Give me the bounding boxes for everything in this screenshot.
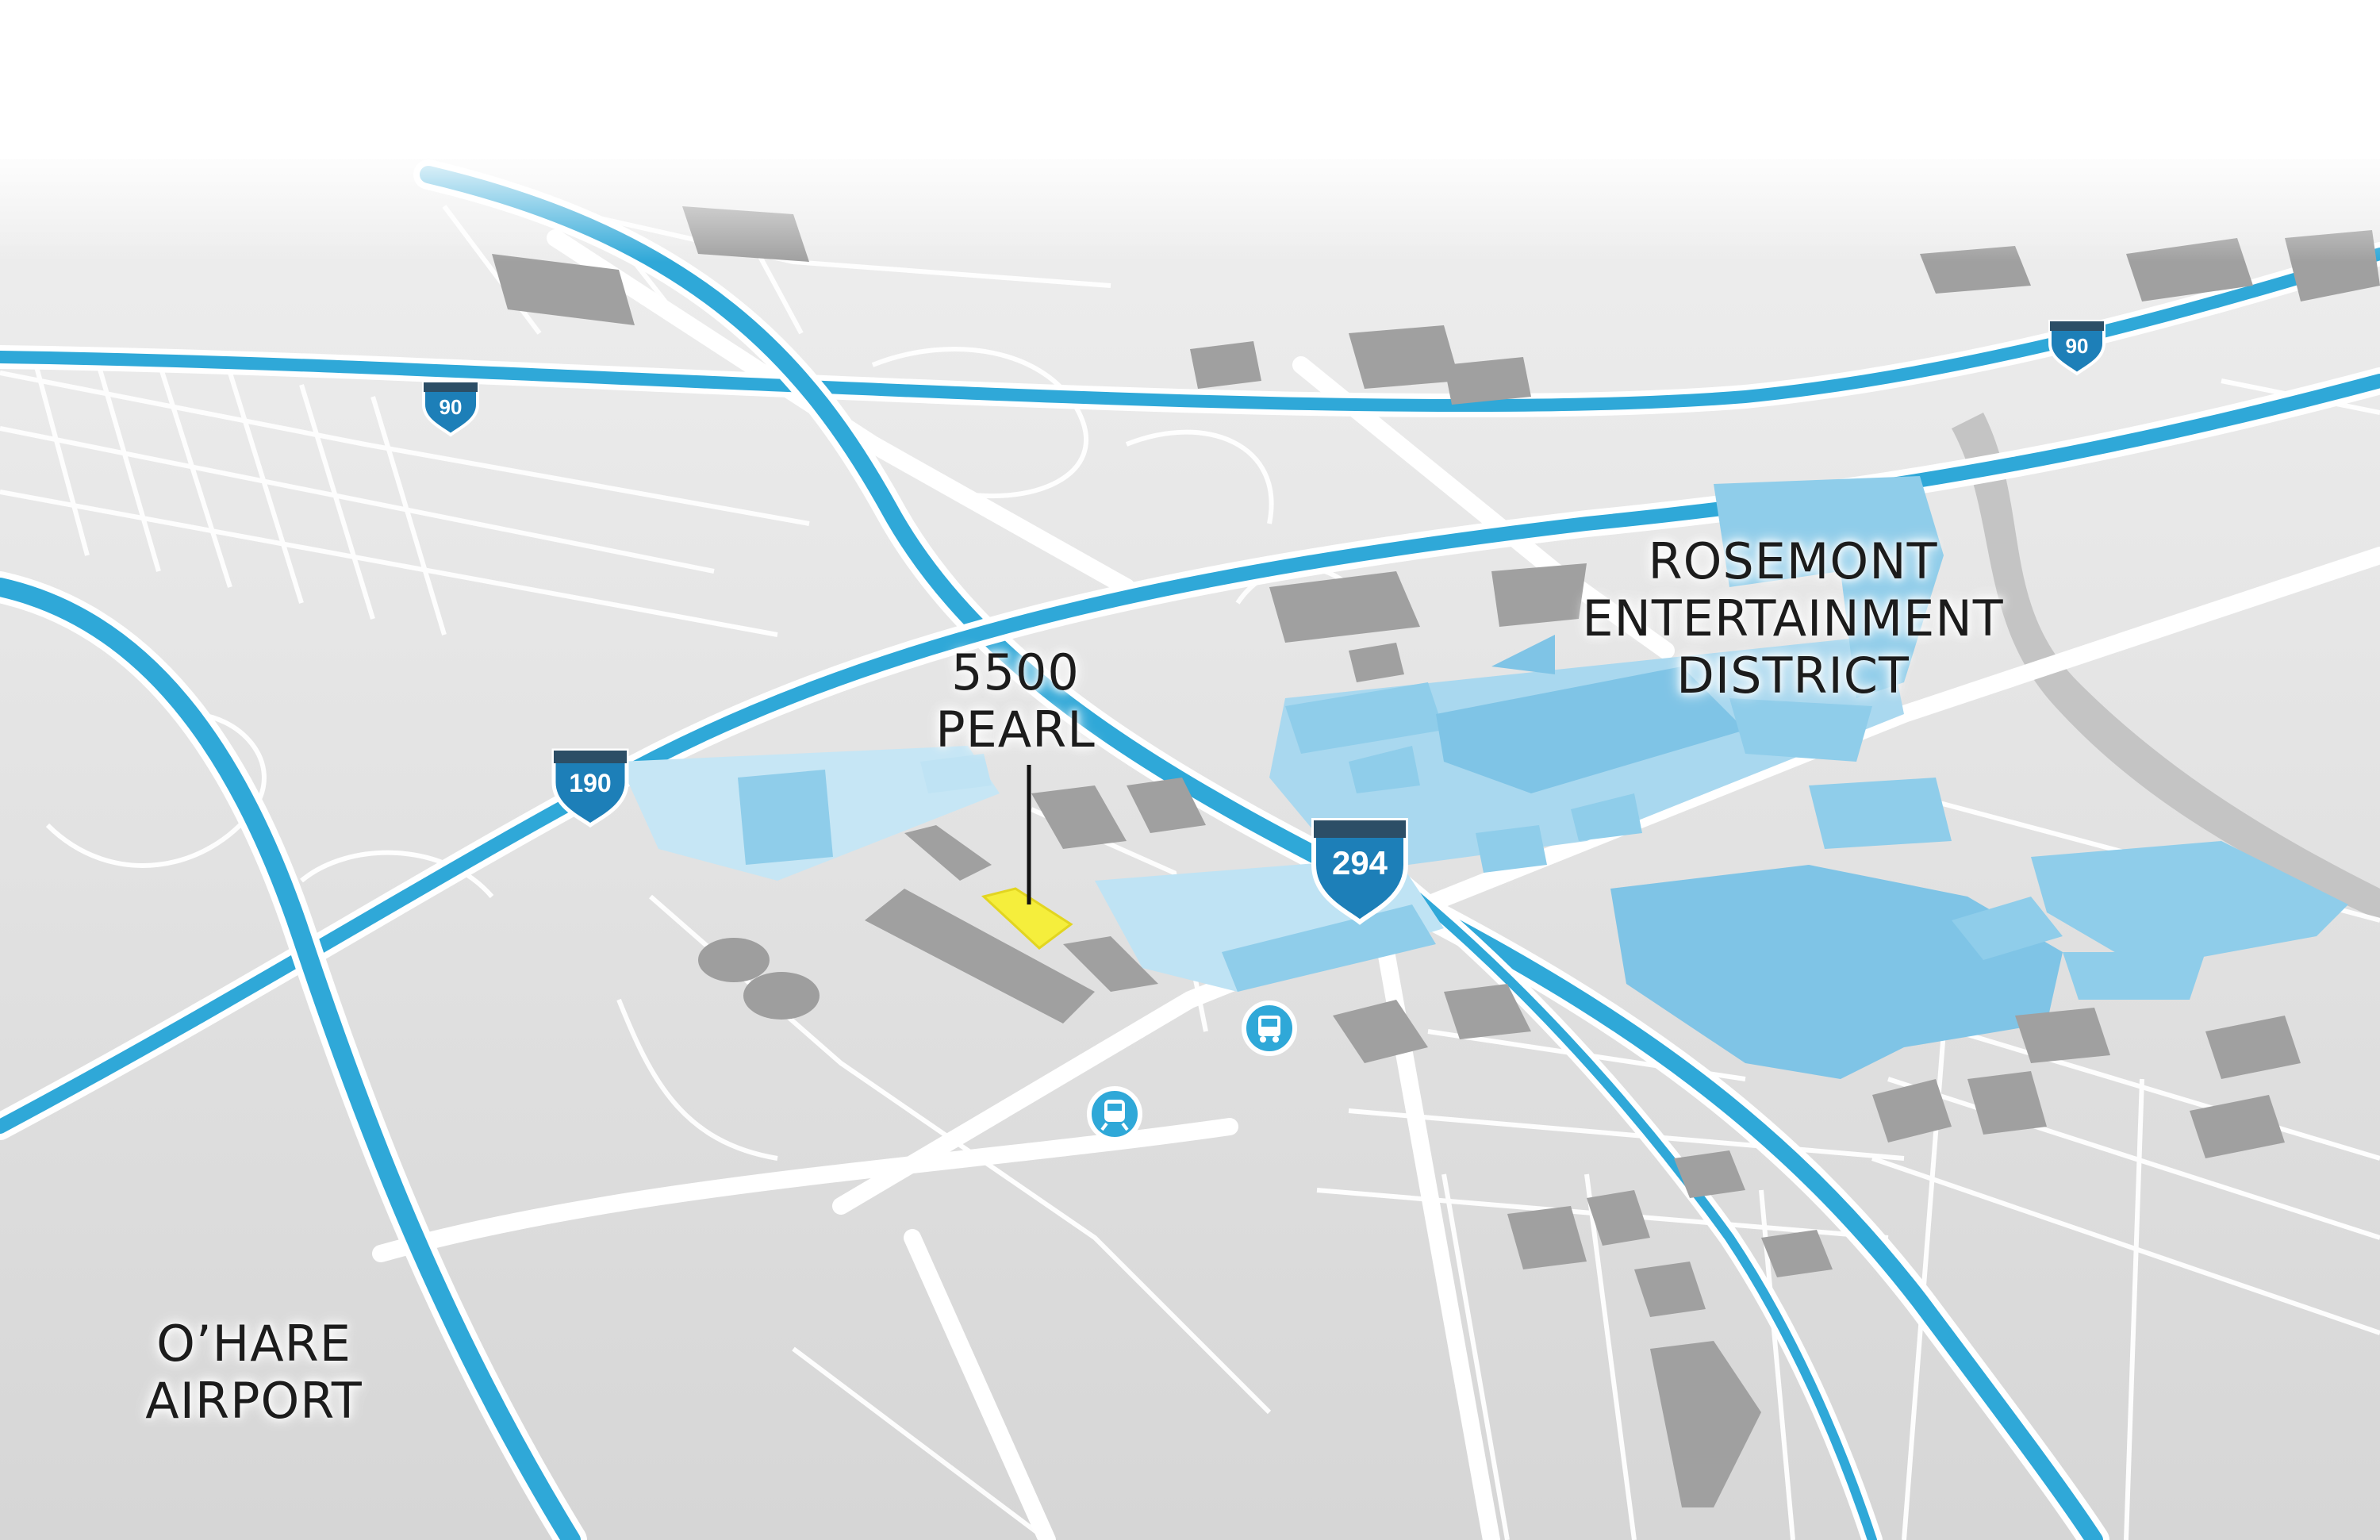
- district-building: [1729, 698, 1872, 762]
- interstate-shield-294: 294: [1311, 818, 1408, 925]
- building: [1269, 571, 1420, 643]
- district-building: [1222, 904, 1436, 992]
- ohare-airport-label: O’HARE AIRPORT: [111, 1315, 397, 1430]
- bus-icon[interactable]: [1242, 1000, 1297, 1056]
- building: [865, 889, 1095, 1023]
- building: [1587, 1190, 1650, 1246]
- airport-label-line: AIRPORT: [145, 1372, 363, 1430]
- site-label-line: 5500: [951, 643, 1080, 701]
- district-building: [920, 754, 992, 793]
- district-label-line: DISTRICT: [1676, 647, 1910, 705]
- interstate-shield-190: 190: [551, 748, 629, 828]
- building: [682, 206, 809, 262]
- building: [904, 825, 992, 881]
- district-building: [1349, 746, 1420, 793]
- building: [1507, 1206, 1587, 1269]
- district-label-line: ROSEMONT: [1648, 532, 1938, 590]
- district-building: [1952, 897, 2063, 960]
- building: [1674, 1150, 1745, 1198]
- shield-number: 294: [1332, 844, 1388, 881]
- site-label-5500-pearl: 5500 PEARL: [912, 644, 1119, 758]
- district-building: [1610, 865, 2063, 1079]
- building: [1491, 563, 1587, 627]
- site-label-line: PEARL: [935, 701, 1096, 758]
- building: [2205, 1016, 2301, 1079]
- airport-label-line: O’HARE: [156, 1315, 351, 1373]
- district-building: [1436, 666, 1745, 793]
- shield-number: 90: [2066, 334, 2089, 358]
- district-building: [1285, 682, 1444, 754]
- district-building: [1714, 476, 1944, 698]
- building: [1761, 1230, 1833, 1277]
- building: [1920, 246, 2031, 294]
- building: [1190, 341, 1261, 389]
- train-icon[interactable]: [1087, 1086, 1142, 1142]
- building: [2015, 1008, 2110, 1063]
- map-ground: [0, 159, 2380, 1540]
- storage-tanks: [698, 938, 820, 1020]
- interstate-shield-90-west: 90: [422, 381, 479, 437]
- building: [1967, 1071, 2047, 1135]
- district-building: [2063, 952, 2205, 1000]
- building: [1127, 778, 1206, 833]
- district-building: [738, 770, 833, 865]
- site-5500-pearl[interactable]: [981, 887, 1073, 950]
- district-building: [1571, 793, 1642, 841]
- rosemont-district-label: ROSEMONT ENTERTAINMENT DISTRICT: [1491, 533, 2094, 705]
- district-buildings: [738, 476, 2348, 1079]
- district-building: [1476, 825, 1547, 873]
- shield-number: 190: [569, 769, 611, 797]
- building: [492, 254, 635, 325]
- building: [2190, 1095, 2285, 1158]
- district-label-line: ENTERTAINMENT: [1582, 590, 2004, 647]
- interstate-shield-90-east: 90: [2048, 320, 2106, 376]
- shield-number: 90: [440, 395, 463, 419]
- building: [1349, 643, 1404, 682]
- building: [1634, 1262, 1706, 1317]
- building: [1063, 936, 1158, 992]
- building: [1872, 1079, 1952, 1143]
- building: [1031, 785, 1127, 849]
- district-building: [1491, 635, 1555, 674]
- district-building: [1809, 778, 1952, 849]
- building: [1444, 357, 1531, 405]
- building: [1333, 1000, 1428, 1063]
- district-building: [2031, 841, 2348, 968]
- building: [1650, 1341, 1761, 1507]
- building: [1349, 325, 1460, 389]
- building: [1444, 984, 1531, 1039]
